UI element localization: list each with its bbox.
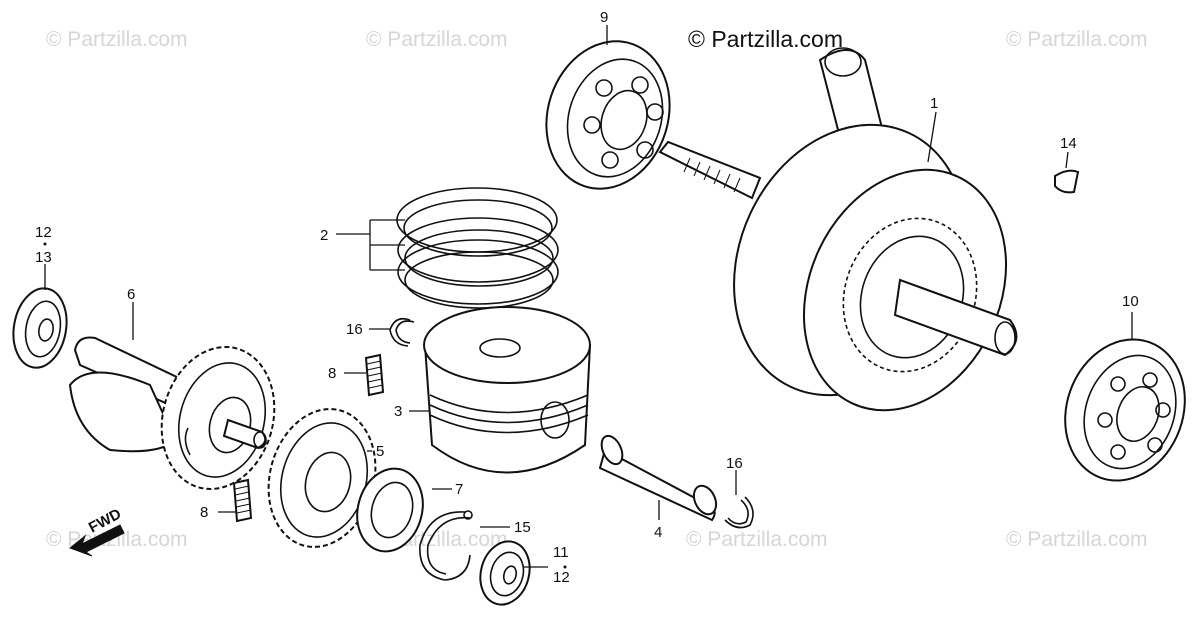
piston-3[interactable] <box>423 306 592 474</box>
callout-11: 11 <box>553 544 569 561</box>
callout-7: 7 <box>455 481 463 498</box>
callout-4: 4 <box>654 524 662 541</box>
washer-7[interactable] <box>348 461 432 559</box>
bearing-9[interactable] <box>528 25 688 205</box>
key-14[interactable] <box>1054 169 1080 194</box>
callout-12: 12 <box>35 224 52 241</box>
callout-16b: 16 <box>726 455 743 472</box>
callout-15: 15 <box>514 519 531 536</box>
balancer-shaft-6[interactable] <box>68 334 290 502</box>
watermark: © Partzilla.com <box>686 528 828 551</box>
piston-pin-clip-16[interactable] <box>389 317 415 347</box>
crankshaft-assembly-1[interactable] <box>658 47 1044 443</box>
callout-3: 3 <box>394 403 402 420</box>
callout-16: 16 <box>346 321 363 338</box>
callout-8: 8 <box>328 365 336 382</box>
leader-lines <box>43 25 1133 569</box>
spring-8[interactable] <box>364 353 385 397</box>
bearing-10[interactable] <box>1046 323 1200 498</box>
watermark: © Partzilla.com <box>46 28 188 51</box>
piston-pin-clip-16b[interactable] <box>724 496 754 529</box>
watermark: © Partzilla.com <box>1006 28 1148 51</box>
callout-6: 6 <box>127 286 135 303</box>
watermark: © Partzilla.com <box>1006 528 1148 551</box>
callout-9: 9 <box>600 9 608 26</box>
watermark-main: © Partzilla.com <box>688 26 843 52</box>
callout-10: 10 <box>1122 293 1139 310</box>
callout-13: 13 <box>35 249 52 266</box>
spring-8b[interactable] <box>232 478 253 523</box>
watermark: © Partzilla.com <box>366 28 508 51</box>
callout-12b: 12 <box>553 569 570 586</box>
callout-5: 5 <box>376 443 384 460</box>
callout-14: 14 <box>1060 135 1077 152</box>
callout-8b: 8 <box>200 504 208 521</box>
callout-1: 1 <box>930 95 938 112</box>
piston-pin-4[interactable] <box>598 433 721 522</box>
snap-ring-15[interactable] <box>419 510 473 581</box>
forward-direction-arrow <box>68 524 125 557</box>
piston-rings-2[interactable] <box>396 187 559 309</box>
callout-2: 2 <box>320 227 328 244</box>
bearing-11[interactable] <box>474 536 537 610</box>
callout-numbers: 9 1 14 10 2 16 8 3 5 7 15 4 16 8 6 12 13… <box>35 9 1139 586</box>
bearing-12-13[interactable] <box>7 284 72 372</box>
